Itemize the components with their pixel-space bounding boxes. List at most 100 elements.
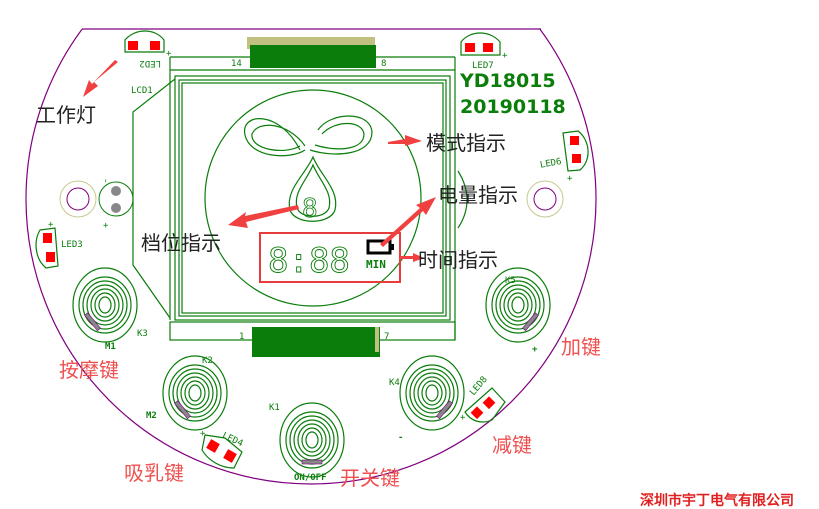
led-6: LED6 + (539, 130, 589, 184)
led-7: LED7 + (460, 32, 508, 71)
key-pad[interactable] (72, 267, 138, 343)
led-2: LED2 + (124, 30, 172, 68)
key-ring (162, 355, 228, 431)
key-ring (82, 280, 128, 330)
annotation-minus-key: 减键 (492, 433, 532, 457)
svg-text:LED6: LED6 (539, 157, 562, 171)
key-ring (180, 376, 210, 410)
key-ring (285, 411, 339, 469)
key-ring (301, 427, 323, 453)
mode-icon: 8 (244, 115, 373, 224)
key-ring (86, 284, 124, 326)
key-pad[interactable] (485, 267, 551, 343)
key-ring (305, 431, 319, 449)
key-ring (72, 267, 138, 343)
annotation-suction-key: 吸乳键 (124, 461, 184, 485)
key-ring (172, 368, 218, 418)
svg-text:LED3: LED3 (61, 240, 83, 250)
silk-plus: + (532, 345, 538, 355)
key-label: K3 (137, 329, 148, 339)
key-ring (90, 288, 120, 322)
svg-text:LED7: LED7 (472, 61, 494, 71)
board-date: 20190118 (460, 96, 566, 118)
keys (72, 267, 551, 478)
time-digits: 8:88 (268, 241, 350, 281)
key-ring (297, 423, 327, 457)
arrow-icon (400, 253, 424, 262)
key-ring (94, 292, 116, 318)
time-display: 8:88 MIN (259, 232, 401, 283)
pin-label: 14 (231, 59, 242, 69)
svg-text:': ' (103, 179, 108, 189)
arrow-icon (388, 135, 422, 146)
annotation-work-light: 工作灯 (36, 103, 96, 127)
silk-m1: M1 (105, 342, 116, 352)
key-label: K5 (505, 276, 516, 286)
key-ring (176, 372, 214, 414)
key-pad[interactable] (399, 355, 465, 431)
key-contact (522, 312, 539, 332)
pin-label: 8 (381, 59, 386, 69)
board-outline (25, 28, 597, 485)
pin-label: 1 (239, 332, 244, 342)
key-pad[interactable] (279, 402, 345, 478)
key-ring (293, 419, 331, 461)
key-ring (184, 380, 206, 406)
svg-text:LED8: LED8 (468, 375, 490, 398)
led-3: LED3 + (35, 220, 83, 269)
key-ring (98, 296, 112, 314)
annotation-battery: 电量指示 (438, 183, 518, 207)
key-ring (491, 276, 545, 334)
svg-text:+: + (48, 220, 54, 230)
key-ring (417, 376, 447, 410)
key-ring (413, 372, 451, 414)
battery-icon (366, 239, 392, 255)
svg-text:LED4: LED4 (220, 431, 244, 449)
key-pad[interactable] (162, 355, 228, 431)
model-number: YD18015 (459, 70, 556, 92)
key-ring (499, 284, 537, 326)
silk-on-off: ON/OFF (294, 473, 327, 483)
annotation-mode: 模式指示 (426, 131, 506, 155)
annotation-power-key: 开关键 (340, 466, 400, 490)
key-label: K2 (202, 356, 213, 366)
key-ring (409, 368, 455, 418)
key-ring (485, 267, 551, 343)
silk-m2: M2 (146, 411, 157, 421)
key-ring (188, 384, 202, 402)
annotation-massage-key: 按摩键 (59, 358, 119, 382)
key-ring (503, 288, 533, 322)
key-label: K1 (269, 403, 280, 413)
key-ring (507, 292, 529, 318)
key-ring (279, 402, 345, 478)
arrow-icon (83, 60, 118, 97)
key-ring (421, 380, 443, 406)
pin-label: 7 (384, 332, 389, 342)
lcd-outline: LCD1 (131, 75, 451, 321)
lcd-label: LCD1 (131, 86, 153, 96)
annotation-gear: 档位指示 (141, 231, 221, 255)
key-ring (289, 415, 335, 465)
arrow-icon (228, 205, 299, 228)
key-ring (399, 355, 465, 431)
svg-text:+: + (460, 413, 466, 423)
key-contact (301, 459, 323, 465)
key-label: K4 (389, 378, 400, 388)
arrow-icon (380, 197, 436, 247)
mounting-hole-right (457, 170, 564, 229)
led-8: LED8 + (460, 375, 506, 423)
silk-minus: - (398, 433, 403, 443)
annotation-arrows (83, 60, 436, 262)
key-ring (425, 384, 439, 402)
company-name: 深圳市宇丁电气有限公司 (640, 492, 794, 509)
key-ring (495, 280, 541, 330)
key-contact (84, 312, 101, 332)
bottom-connector: 1 7 (169, 321, 456, 357)
svg-text:+: + (502, 51, 508, 61)
key-ring (168, 364, 222, 422)
annotation-time: 时间指示 (418, 248, 498, 272)
key-ring (511, 296, 525, 314)
key-contact (174, 400, 191, 420)
svg-text:+: + (166, 49, 172, 59)
svg-text:+: + (103, 221, 109, 231)
